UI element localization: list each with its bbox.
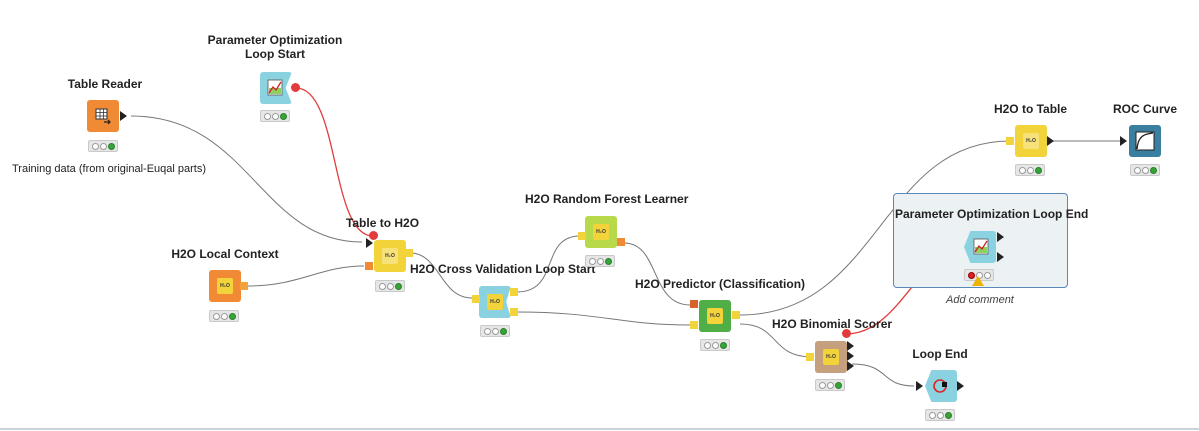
connection-localcontext-to-tabletoh2o[interactable] xyxy=(247,265,365,287)
table-icon xyxy=(95,108,111,125)
h2o-rf-learner-status xyxy=(585,255,615,267)
loop-end-out-port[interactable] xyxy=(957,381,964,391)
h2o-local-context-status xyxy=(209,310,239,322)
h2o-binomial-scorer-flowvar-port[interactable] xyxy=(842,329,851,338)
h2o-rf-learner-in-port[interactable] xyxy=(578,232,586,240)
h2o-predictor-out-port[interactable] xyxy=(732,311,740,319)
h2o-binomial-scorer-out-port-3[interactable] xyxy=(847,361,854,371)
connection-tablereader-to-tableto-h2o[interactable] xyxy=(130,115,363,243)
table-to-h2o-flowvar-port[interactable] xyxy=(369,231,378,240)
h2o-predictor-data-port[interactable] xyxy=(690,321,698,329)
h2o-cv-loop-start-out-port-1[interactable] xyxy=(510,288,518,296)
h2o-rf-learner-out-port[interactable] xyxy=(617,238,625,246)
h2o-cv-loop-start-label[interactable]: H2O Cross Validation Loop Start xyxy=(410,262,596,276)
param-opt-end-out-port-1[interactable] xyxy=(997,232,1004,242)
loop-end-node[interactable] xyxy=(925,370,957,402)
h2o-binomial-scorer-node[interactable]: H₂O xyxy=(815,341,847,373)
roc-curve-in-port[interactable] xyxy=(1120,136,1127,146)
table-reader-annotation[interactable]: Training data (from original-Euqal parts… xyxy=(12,163,207,175)
h2o-to-table-label[interactable]: H2O to Table xyxy=(993,102,1068,116)
table-reader-node[interactable] xyxy=(87,100,119,132)
h2o-binomial-scorer-label[interactable]: H2O Binomial Scorer xyxy=(772,317,893,331)
h2o-predictor-node[interactable]: H₂O xyxy=(699,300,731,332)
h2o-icon: H₂O xyxy=(217,278,233,294)
h2o-icon: H₂O xyxy=(382,248,398,264)
table-to-h2o-node[interactable]: H₂O xyxy=(374,240,406,272)
connection-predictor-to-scorer[interactable] xyxy=(739,323,813,358)
h2o-to-table-out-port[interactable] xyxy=(1047,136,1054,146)
chart-line-icon xyxy=(267,79,283,96)
param-opt-end-status xyxy=(964,269,994,281)
h2o-cv-loop-start-in-port[interactable] xyxy=(472,295,480,303)
h2o-binomial-scorer-status xyxy=(815,379,845,391)
h2o-to-table-status xyxy=(1015,164,1045,176)
h2o-icon: H₂O xyxy=(593,224,609,240)
h2o-icon: H₂O xyxy=(1023,133,1039,149)
h2o-local-context-node[interactable]: H₂O xyxy=(209,270,241,302)
table-reader-label[interactable]: Table Reader xyxy=(67,77,143,91)
h2o-rf-learner-node[interactable]: H₂O xyxy=(585,216,617,248)
h2o-to-table-node[interactable]: H₂O xyxy=(1015,125,1047,157)
h2o-cv-loop-start-out-port-2[interactable] xyxy=(510,308,518,316)
connection-cvstart-to-predictor[interactable] xyxy=(516,311,691,326)
flowvar-paramstart-to-tabletoh2o[interactable] xyxy=(295,87,374,237)
h2o-icon: H₂O xyxy=(487,294,503,310)
table-to-h2o-status xyxy=(375,280,405,292)
h2o-to-table-in-port[interactable] xyxy=(1006,137,1014,145)
table-to-h2o-label[interactable]: Table to H2O xyxy=(345,216,420,230)
roc-curve-label[interactable]: ROC Curve xyxy=(1112,102,1177,116)
param-opt-end-comment[interactable]: Add comment xyxy=(946,294,1014,306)
h2o-cv-loop-start-node[interactable]: H₂O xyxy=(479,286,511,318)
connection-cvstart-to-rflearner[interactable] xyxy=(516,235,581,293)
h2o-rf-learner-label[interactable]: H2O Random Forest Learner xyxy=(525,192,689,206)
connection-predictor-to-h2otable[interactable] xyxy=(739,140,1011,316)
param-opt-end-label[interactable]: Parameter Optimization Loop End xyxy=(895,207,1089,221)
h2o-local-context-out-port[interactable] xyxy=(240,282,248,290)
table-reader-status xyxy=(88,140,118,152)
param-opt-start-flowvar-port[interactable] xyxy=(291,83,300,92)
roc-curve-node[interactable] xyxy=(1129,125,1161,157)
loop-end-label[interactable]: Loop End xyxy=(912,347,968,361)
param-opt-end-node[interactable] xyxy=(964,231,996,263)
table-to-h2o-out-port[interactable] xyxy=(405,249,413,257)
connection-tabletoh2o-to-cvstart[interactable] xyxy=(409,252,473,299)
connection-scorer-to-loopend[interactable] xyxy=(851,363,915,387)
roc-curve-status xyxy=(1130,164,1160,176)
h2o-predictor-status xyxy=(700,339,730,351)
chart-line-icon xyxy=(973,238,989,255)
h2o-binomial-scorer-in-port[interactable] xyxy=(806,353,814,361)
h2o-icon: H₂O xyxy=(707,308,723,324)
h2o-cv-loop-start-status xyxy=(480,325,510,337)
loop-end-in-port[interactable] xyxy=(916,381,923,391)
table-reader-out-port[interactable] xyxy=(120,111,127,121)
param-opt-start-status xyxy=(260,110,290,122)
h2o-predictor-model-port[interactable] xyxy=(690,300,698,308)
roc-curve-icon xyxy=(1135,131,1155,151)
param-opt-start-label[interactable]: Parameter Optimization Loop Start xyxy=(207,33,343,61)
table-to-h2o-context-port[interactable] xyxy=(365,262,373,270)
connection-rflearner-to-predictor[interactable] xyxy=(623,242,691,306)
param-opt-end-out-port-2[interactable] xyxy=(997,252,1004,262)
h2o-icon: H₂O xyxy=(823,349,839,365)
h2o-local-context-label[interactable]: H2O Local Context xyxy=(171,247,279,261)
loop-end-status xyxy=(925,409,955,421)
h2o-binomial-scorer-out-port-1[interactable] xyxy=(847,341,854,351)
loop-end-icon xyxy=(933,379,947,393)
table-to-h2o-in-port[interactable] xyxy=(366,238,373,248)
warning-icon xyxy=(972,276,984,286)
h2o-binomial-scorer-out-port-2[interactable] xyxy=(847,351,854,361)
h2o-predictor-label[interactable]: H2O Predictor (Classification) xyxy=(635,277,806,291)
